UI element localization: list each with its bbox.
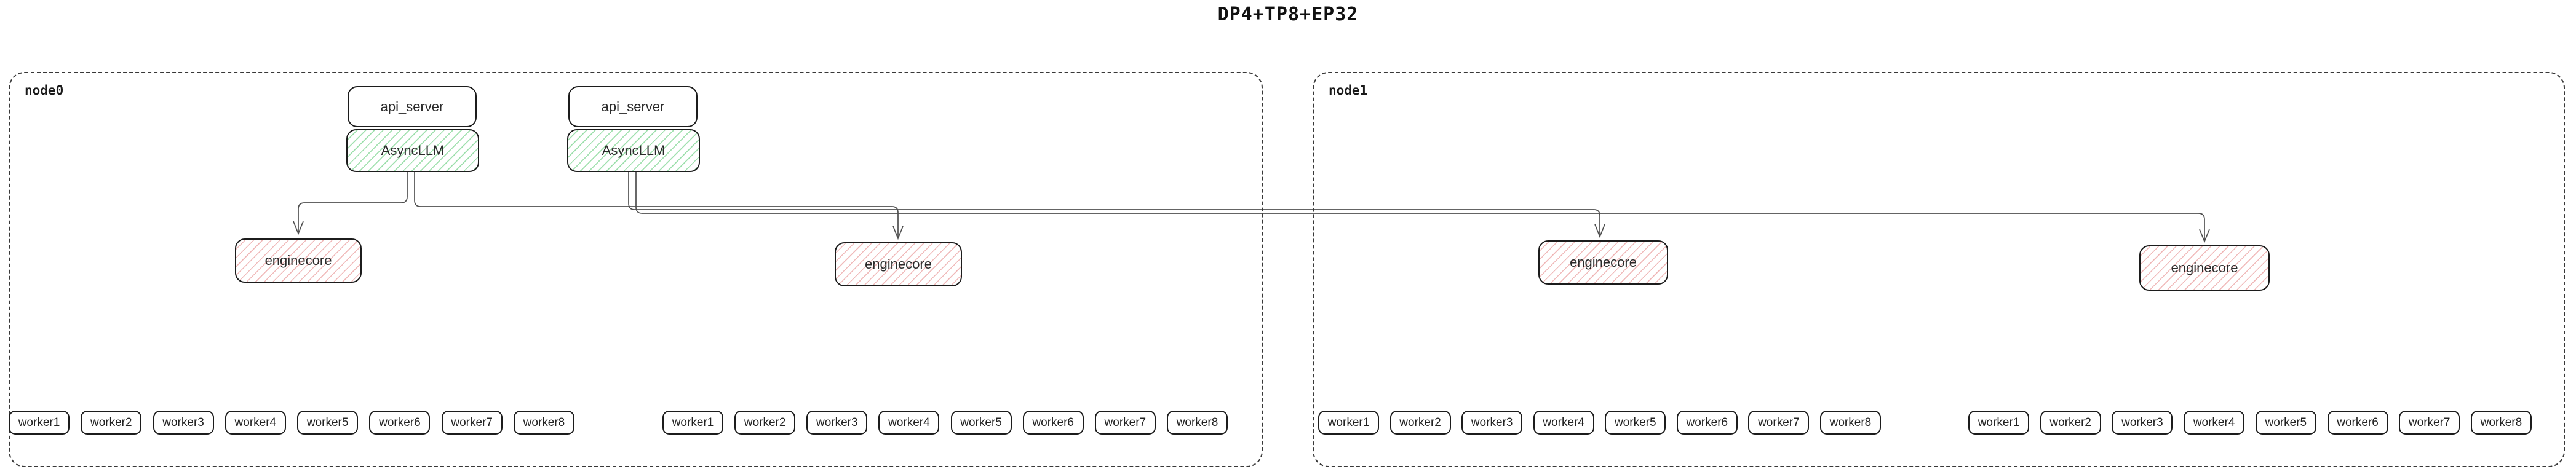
worker-box: worker2: [734, 411, 796, 435]
node0-label: node0: [25, 83, 64, 98]
worker-box: worker4: [2184, 411, 2245, 435]
worker-box: worker4: [878, 411, 940, 435]
enginecore-box-2: enginecore: [1538, 240, 1668, 285]
worker-box: worker8: [2470, 411, 2532, 435]
worker-box: worker1: [9, 411, 70, 435]
container-node0: node0: [9, 72, 1263, 467]
worker-box: worker5: [2255, 411, 2316, 435]
worker-box: worker2: [81, 411, 142, 435]
worker-box: worker6: [369, 411, 431, 435]
worker-box: worker6: [1022, 411, 1084, 435]
container-node1: node1: [1313, 72, 2565, 467]
worker-group-node0-a: worker1 worker2 worker3 worker4 worker5 worke…: [9, 411, 574, 435]
worker-group-node1-a: worker1 worker2 worker3 worker4 worker5 worke…: [1318, 411, 1881, 435]
worker-box: worker4: [1533, 411, 1594, 435]
worker-box: worker2: [1389, 411, 1451, 435]
diagram-title: DP4+TP8+EP32: [1217, 4, 1359, 25]
enginecore-box-1: enginecore: [835, 242, 962, 286]
worker-box: worker7: [1748, 411, 1810, 435]
asyncllm-box-0: AsyncLLM: [346, 129, 479, 172]
worker-group-node0-b: worker1 worker2 worker3 worker4 worker5 worke…: [662, 411, 1228, 435]
worker-box: worker7: [441, 411, 503, 435]
worker-group-node1-b: worker1 worker2 worker3 worker4 worker5 worke…: [1968, 411, 2532, 435]
worker-box: worker6: [2327, 411, 2388, 435]
worker-box: worker5: [1605, 411, 1666, 435]
worker-box: worker4: [225, 411, 286, 435]
worker-box: worker3: [806, 411, 868, 435]
worker-box: worker8: [1166, 411, 1228, 435]
enginecore-box-0: enginecore: [235, 238, 362, 283]
api-server-box-0: api_server: [348, 86, 477, 127]
worker-box: worker1: [662, 411, 723, 435]
worker-box: worker7: [1094, 411, 1156, 435]
worker-box: worker2: [2040, 411, 2101, 435]
worker-box: worker7: [2399, 411, 2460, 435]
node1-label: node1: [1329, 83, 1368, 98]
worker-box: worker3: [1461, 411, 1523, 435]
worker-box: worker1: [1318, 411, 1379, 435]
api-server-box-1: api_server: [568, 86, 698, 127]
asyncllm-box-1: AsyncLLM: [567, 129, 700, 172]
worker-box: worker8: [1819, 411, 1881, 435]
worker-box: worker3: [2112, 411, 2173, 435]
worker-box: worker3: [153, 411, 214, 435]
worker-box: worker5: [950, 411, 1012, 435]
enginecore-box-3: enginecore: [2139, 245, 2270, 291]
worker-box: worker8: [513, 411, 574, 435]
worker-box: worker5: [297, 411, 359, 435]
worker-box: worker1: [1968, 411, 2029, 435]
worker-box: worker6: [1676, 411, 1738, 435]
